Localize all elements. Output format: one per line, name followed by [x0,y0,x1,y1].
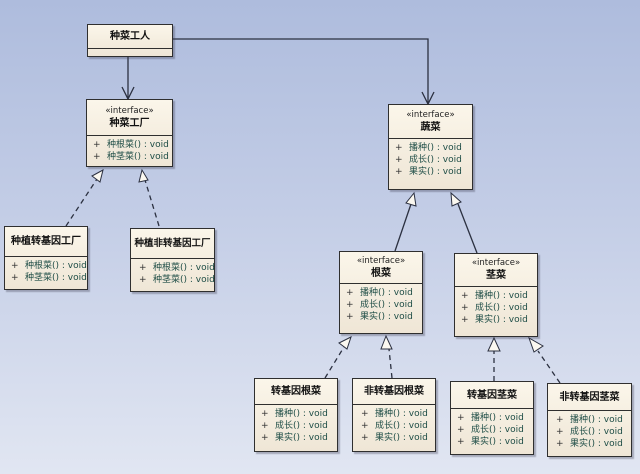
class-name: 蔬菜 [420,121,441,133]
class-header: 非转基因根菜 [353,379,435,405]
realization-gm-factory [65,169,104,227]
operations-compartment: +播种() : void +成长() : void +果实() : void [451,409,533,448]
stereotype-label: «interface» [356,255,406,266]
class-non-gm-factory[interactable]: 种植非转基因工厂 +种根菜() : void +种茎菜() : void [130,228,215,292]
class-non-gm-root-vegetable[interactable]: 非转基因根菜 +播种() : void +成长() : void +果实() :… [352,378,436,452]
realization-non-gm-root [380,334,393,379]
class-worker[interactable]: 种菜工人 [87,24,173,57]
operation[interactable]: +果实() : void [556,439,623,449]
class-name: 转基因茎菜 [467,389,517,401]
operations-compartment: +播种() : void +成长() : void +果实() : void [455,287,537,326]
class-name: 非转基因茎菜 [559,391,620,403]
class-gm-root-vegetable[interactable]: 转基因根菜 +播种() : void +成长() : void +果实() : … [254,378,338,452]
association-worker-factory [121,57,135,101]
operation[interactable]: +成长() : void [457,425,524,435]
operations-compartment: +播种() : void +成长() : void +果实() : void [340,284,422,323]
operation[interactable]: +播种() : void [556,415,623,425]
operation[interactable]: +成长() : void [556,427,623,437]
stereotype-label: «interface» [105,105,154,116]
class-header: 种植转基因工厂 [5,227,87,257]
class-name: 种菜工人 [110,31,150,42]
operations-compartment: +播种() : void +成长() : void +果实() : void [389,139,472,178]
class-header: 非转基因茎菜 [548,384,631,411]
class-header: «interface» 种菜工厂 [87,100,172,136]
class-name: 种菜工厂 [109,117,150,129]
operation[interactable]: +种根菜() : void [139,263,215,273]
operation[interactable]: +播种() : void [346,288,413,298]
stereotype-label: «interface» [406,109,455,120]
realization-non-gm-stem [528,336,561,384]
operation[interactable]: +种根菜() : void [93,140,169,150]
operations-compartment: +种根菜() : void +种茎菜() : void [5,257,87,284]
operations-compartment: +播种() : void +成长() : void +果实() : void [353,405,435,444]
operations-compartment: +播种() : void +成长() : void +果实() : void [255,405,337,444]
association-worker-vegetable [172,38,435,106]
operation[interactable]: +播种() : void [395,143,462,153]
operation[interactable]: +种茎菜() : void [139,275,215,285]
interface-vegetable[interactable]: «interface» 蔬菜 +播种() : void +成长() : void… [388,104,473,190]
interface-stem-vegetable[interactable]: «interface» 茎菜 +播种() : void +成长() : void… [454,253,538,337]
operation[interactable]: +播种() : void [457,413,524,423]
realization-gm-root [324,336,352,379]
class-non-gm-stem-vegetable[interactable]: 非转基因茎菜 +播种() : void +成长() : void +果实() :… [547,383,632,457]
class-header: 转基因根菜 [255,379,337,405]
class-gm-stem-vegetable[interactable]: 转基因茎菜 +播种() : void +成长() : void +果实() : … [450,381,534,455]
operation[interactable]: +果实() : void [261,433,328,443]
operation[interactable]: +播种() : void [361,409,428,419]
operation[interactable]: +果实() : void [346,312,413,322]
operation[interactable]: +播种() : void [261,409,328,419]
operation[interactable]: +果实() : void [395,167,462,177]
class-gm-factory[interactable]: 种植转基因工厂 +种根菜() : void +种茎菜() : void [4,226,88,290]
stereotype-label: «interface» [471,258,521,268]
operations-compartment: +种根菜() : void +种茎菜() : void [131,259,215,286]
generalization-stem-vegetable [450,191,478,254]
operation[interactable]: +种茎菜() : void [93,152,169,162]
interface-root-vegetable[interactable]: «interface» 根菜 +播种() : void +成长() : void… [339,251,423,334]
operation[interactable]: +果实() : void [457,437,524,447]
operations-compartment: +种根菜() : void +种茎菜() : void [87,136,172,163]
operation[interactable]: +成长() : void [461,303,528,313]
class-header: «interface» 蔬菜 [389,105,472,139]
class-name: 非转基因根菜 [364,386,424,397]
class-header: 转基因茎菜 [451,382,533,409]
operation[interactable]: +播种() : void [461,291,528,301]
class-name: 种植非转基因工厂 [134,238,211,249]
operation[interactable]: +种根菜() : void [11,261,87,271]
generalization-root-vegetable [394,191,417,252]
class-name: 转基因根菜 [271,386,321,397]
class-header: 种菜工人 [88,25,172,49]
operation[interactable]: +果实() : void [361,433,428,443]
realization-non-gm-factory [138,168,160,227]
operation[interactable]: +果实() : void [461,315,528,325]
class-header: «interface» 茎菜 [455,254,537,287]
operation[interactable]: +成长() : void [395,155,462,165]
class-name: 根菜 [371,267,391,279]
operation[interactable]: +成长() : void [346,300,413,310]
interface-factory[interactable]: «interface» 种菜工厂 +种根菜() : void +种茎菜() : … [86,99,173,167]
operation[interactable]: +种茎菜() : void [11,273,87,283]
operation[interactable]: +成长() : void [261,421,328,431]
class-header: «interface» 根菜 [340,252,422,284]
class-name: 种植转基因工厂 [11,236,81,247]
realization-gm-stem [487,336,501,381]
operation[interactable]: +成长() : void [361,421,428,431]
class-name: 茎菜 [486,270,506,281]
class-header: 种植非转基因工厂 [131,229,214,259]
operations-compartment: +播种() : void +成长() : void +果实() : void [548,411,631,450]
